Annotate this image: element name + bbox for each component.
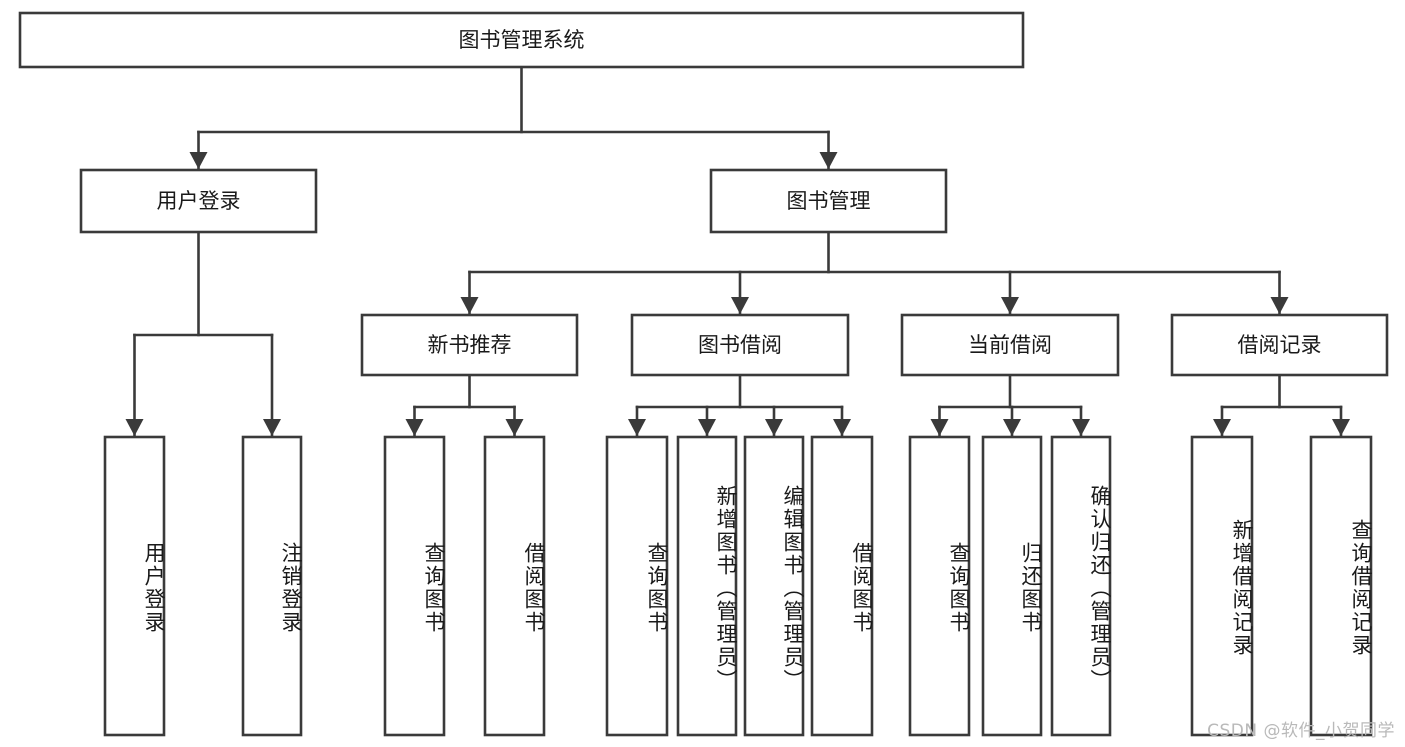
node-label-root: 图书管理系统 [459, 28, 585, 52]
book-borrow-arrow-2 [765, 419, 783, 436]
node-box-user-login[interactable] [79, 168, 318, 234]
node-box-leaf-add-borrow-record[interactable] [1190, 435, 1254, 737]
node-box-new-book-recommend[interactable] [360, 313, 579, 377]
node-label-current-borrow: 当前借阅 [968, 333, 1052, 357]
current-borrow-arrow-2 [1072, 419, 1090, 436]
user-login-arrow-0 [125, 419, 144, 436]
node-current-borrow[interactable]: 当前借阅 [900, 313, 1120, 377]
node-leaf-return-book[interactable] [981, 435, 1043, 737]
book-manage-arrow-1 [731, 297, 749, 314]
node-label-book-manage: 图书管理 [787, 189, 871, 213]
node-leaf-query-book-1[interactable] [383, 435, 446, 737]
node-new-book-recommend[interactable]: 新书推荐 [360, 313, 579, 377]
node-box-leaf-borrow-book-2[interactable] [810, 435, 874, 737]
book-manage-arrow-3 [1270, 297, 1289, 314]
node-box-leaf-query-book-2[interactable] [605, 435, 669, 737]
watermark-text: CSDN @软件_小贺同学 [1207, 721, 1395, 741]
book-borrow-arrow-1 [698, 419, 716, 436]
node-box-leaf-edit-book[interactable] [743, 435, 805, 737]
root-arrow-0 [189, 152, 208, 169]
node-box-leaf-query-book-3[interactable] [908, 435, 971, 737]
node-box-leaf-borrow-book-1[interactable] [483, 435, 546, 737]
node-root[interactable]: 图书管理系统 [18, 11, 1025, 69]
book-manage-arrow-0 [460, 297, 479, 314]
node-leaf-add-borrow-record[interactable] [1190, 435, 1254, 737]
node-leaf-confirm-return[interactable] [1050, 435, 1112, 737]
node-leaf-borrow-book-1[interactable] [483, 435, 546, 737]
node-book-borrow[interactable]: 图书借阅 [630, 313, 850, 377]
node-box-leaf-add-book[interactable] [676, 435, 738, 737]
node-book-manage[interactable]: 图书管理 [709, 168, 948, 234]
node-box-leaf-query-book-1[interactable] [383, 435, 446, 737]
node-box-leaf-confirm-return[interactable] [1050, 435, 1112, 737]
node-box-book-manage[interactable] [709, 168, 948, 234]
node-box-root[interactable] [18, 11, 1025, 69]
user-login-arrow-1 [263, 419, 281, 436]
node-box-book-borrow[interactable] [630, 313, 850, 377]
node-box-leaf-user-login[interactable] [103, 435, 166, 737]
new-book-recommend-arrow-0 [405, 419, 424, 436]
node-box-borrow-record[interactable] [1170, 313, 1389, 377]
root-arrow-1 [819, 152, 838, 169]
node-leaf-user-logout[interactable] [241, 435, 303, 737]
node-leaf-borrow-book-2[interactable] [810, 435, 874, 737]
node-label-book-borrow: 图书借阅 [698, 333, 782, 357]
node-leaf-user-login[interactable] [103, 435, 166, 737]
node-leaf-edit-book[interactable] [743, 435, 805, 737]
book-borrow-arrow-0 [628, 419, 646, 436]
borrow-record-arrow-1 [1332, 419, 1350, 436]
borrow-record-arrow-0 [1213, 419, 1231, 436]
node-label-new-book-recommend: 新书推荐 [428, 333, 512, 357]
node-user-login[interactable]: 用户登录 [79, 168, 318, 234]
node-box-leaf-return-book[interactable] [981, 435, 1043, 737]
current-borrow-arrow-1 [1003, 419, 1021, 436]
node-box-current-borrow[interactable] [900, 313, 1120, 377]
node-borrow-record[interactable]: 借阅记录 [1170, 313, 1389, 377]
node-leaf-query-book-3[interactable] [908, 435, 971, 737]
new-book-recommend-arrow-1 [505, 419, 524, 436]
book-manage-arrow-2 [1001, 297, 1019, 314]
node-leaf-add-book[interactable] [676, 435, 738, 737]
node-box-leaf-query-borrow-record[interactable] [1309, 435, 1373, 737]
node-leaf-query-borrow-record[interactable] [1309, 435, 1373, 737]
book-borrow-arrow-3 [833, 419, 851, 436]
connectors-layer [125, 65, 1350, 437]
current-borrow-arrow-0 [930, 419, 949, 436]
node-label-user-login: 用户登录 [157, 189, 241, 213]
node-label-borrow-record: 借阅记录 [1238, 333, 1322, 357]
node-box-leaf-user-logout[interactable] [241, 435, 303, 737]
node-leaf-query-book-2[interactable] [605, 435, 669, 737]
